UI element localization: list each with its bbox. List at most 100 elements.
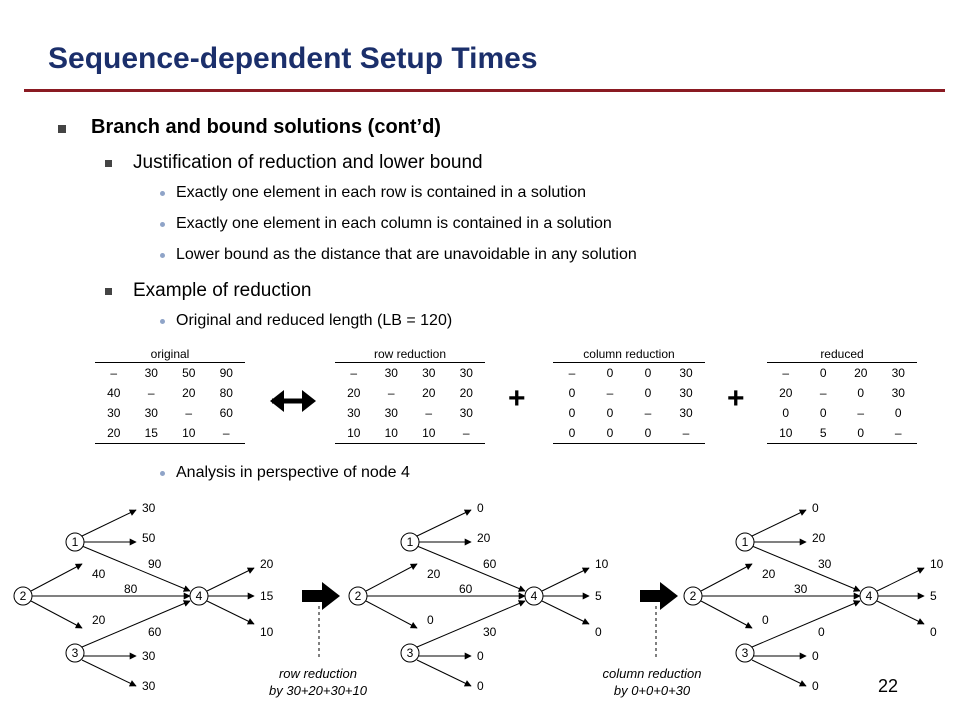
matrix-cell: – <box>387 386 395 400</box>
edge-label: 80 <box>124 582 138 596</box>
round-bullet-icon <box>160 222 165 227</box>
matrix-cell: 10 <box>347 426 361 440</box>
edge-label: 50 <box>142 531 156 545</box>
edge-label: 40 <box>92 567 106 581</box>
matrix-cell: 10 <box>779 426 793 440</box>
matrix-cell: – <box>185 406 193 420</box>
matrix-cell: 10 <box>384 426 398 440</box>
matrix-cell: 90 <box>219 366 233 380</box>
matrix-cell: – <box>894 426 902 440</box>
matrix-cell: 30 <box>347 406 361 420</box>
edge-label: 30 <box>794 582 808 596</box>
edge-label: 0 <box>818 625 825 639</box>
bullet-text: Lower bound as the distance that are una… <box>176 246 637 263</box>
matrix-cell: 0 <box>857 426 865 440</box>
matrix-cell: 5 <box>819 426 827 440</box>
caption-line: row reduction <box>279 666 357 681</box>
node-label: 1 <box>72 535 79 549</box>
edge-label: 0 <box>762 613 769 627</box>
matrix-cell: 0 <box>894 406 902 420</box>
matrix-cell: 30 <box>679 366 693 380</box>
matrix-cell: 30 <box>459 406 473 420</box>
bullet-text: Exactly one element in each column is co… <box>176 215 612 232</box>
matrix-cell: – <box>222 426 230 440</box>
bullet-text: Exactly one element in each row is conta… <box>176 184 587 201</box>
node-2 <box>683 586 703 606</box>
edge-label: 0 <box>812 679 819 693</box>
round-bullet-icon <box>160 471 165 476</box>
edge-label: 30 <box>142 649 156 663</box>
matrix-cell: 0 <box>606 366 614 380</box>
matrix-cell: 10 <box>182 426 196 440</box>
matrix-cell: 0 <box>568 426 576 440</box>
matrix-cell: 0 <box>606 406 614 420</box>
edge-label: 0 <box>595 625 602 639</box>
plus-sign: + <box>508 382 526 415</box>
edge-label: 0 <box>812 501 819 515</box>
caption-line: column reduction <box>603 666 702 681</box>
edge-label: 20 <box>477 531 491 545</box>
edge-label: 20 <box>92 613 106 627</box>
matrix-cell: – <box>644 406 652 420</box>
matrix-cell: 30 <box>384 406 398 420</box>
edge-label: 10 <box>260 625 274 639</box>
plus-sign: + <box>727 382 745 415</box>
bullet-text: Analysis in perspective of node 4 <box>176 464 410 481</box>
edge-label: 60 <box>148 625 162 639</box>
edge-label: 10 <box>930 557 944 571</box>
node-label: 4 <box>866 589 873 603</box>
node-4 <box>189 586 209 606</box>
matrix-cell: 20 <box>182 386 196 400</box>
matrix-cell: 30 <box>144 366 158 380</box>
matrix-cell: 30 <box>891 386 905 400</box>
node-label: 1 <box>407 535 414 549</box>
matrix-cell: 40 <box>107 386 121 400</box>
bullet-text: Branch and bound solutions (cont’d) <box>91 116 441 138</box>
right-arrow-icon <box>640 582 678 610</box>
matrix-cell: 0 <box>782 406 790 420</box>
edge-label: 0 <box>477 649 484 663</box>
node-label: 2 <box>20 589 27 603</box>
right-arrow-icon <box>302 582 340 610</box>
caption-line: by 0+0+0+30 <box>614 683 691 698</box>
matrix-cell: 0 <box>819 406 827 420</box>
node-label: 2 <box>355 589 362 603</box>
edge-label: 30 <box>818 557 832 571</box>
diagram-reduced: 1 2 3 4 0 20 30 20 30 0 0 0 0 10 5 0 <box>683 501 944 693</box>
matrix-cell: 0 <box>568 406 576 420</box>
page-number: 22 <box>878 676 899 696</box>
matrix-title: row reduction <box>335 346 485 363</box>
matrix-cell: 60 <box>219 406 233 420</box>
round-bullet-icon <box>160 191 165 196</box>
title-divider <box>24 89 945 92</box>
node-label: 3 <box>742 646 749 660</box>
bullet-text: Justification of reduction and lower bou… <box>133 152 483 173</box>
node-1 <box>400 532 420 552</box>
matrix-cell: 0 <box>644 386 652 400</box>
edge-label: 10 <box>595 557 609 571</box>
edge-label: 60 <box>483 557 497 571</box>
node-3 <box>65 643 85 663</box>
edge-label: 30 <box>142 501 156 515</box>
slide-title: Sequence-dependent Setup Times <box>48 42 538 75</box>
bullet-text: Original and reduced length (LB = 120) <box>176 312 453 329</box>
matrix-cell: 80 <box>219 386 233 400</box>
edge-label: 20 <box>812 531 826 545</box>
matrix-cell: 20 <box>779 386 793 400</box>
node-2 <box>13 586 33 606</box>
edge-label: 0 <box>930 625 937 639</box>
square-bullet-icon <box>105 288 112 295</box>
node-label: 4 <box>531 589 538 603</box>
node-label: 3 <box>407 646 414 660</box>
matrix-cell: – <box>819 386 827 400</box>
square-bullet-icon <box>105 160 112 167</box>
matrix-cell: 50 <box>182 366 196 380</box>
matrix-cell: 30 <box>459 366 473 380</box>
matrix-cell: – <box>857 406 865 420</box>
matrix-cell: – <box>110 366 118 380</box>
matrix-cell: 20 <box>347 386 361 400</box>
matrix-cell: – <box>782 366 790 380</box>
